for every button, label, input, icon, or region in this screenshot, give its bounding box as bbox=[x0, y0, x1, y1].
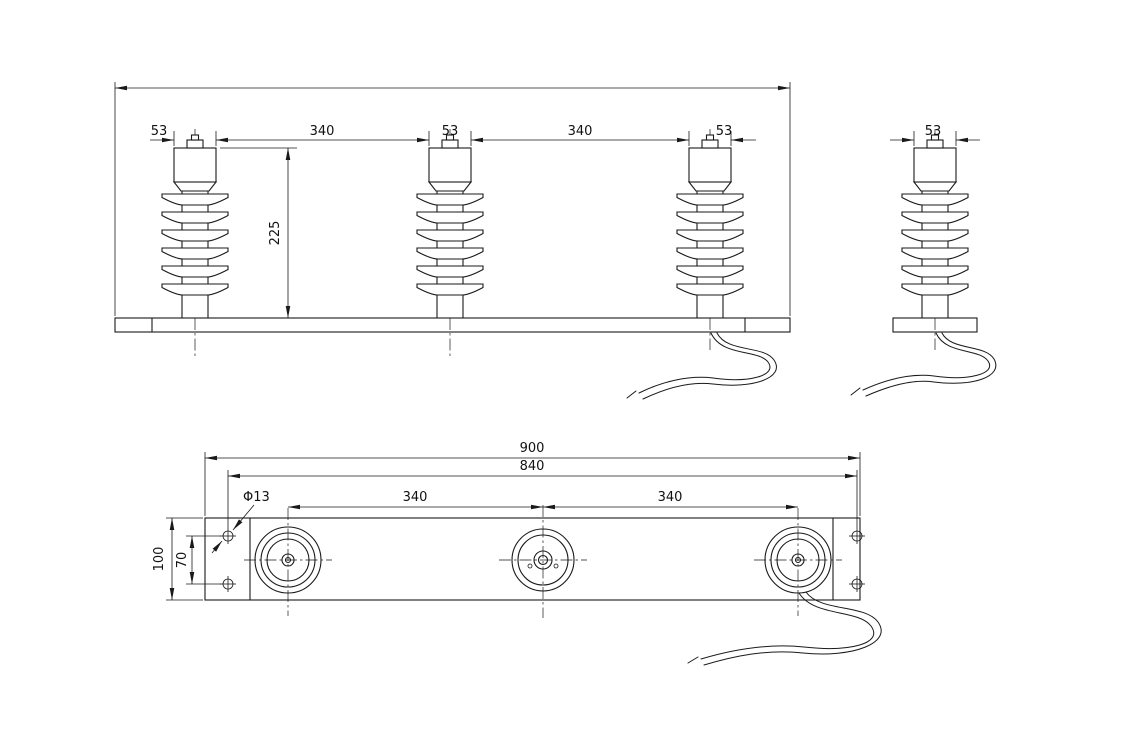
plan-view: 900 840 Φ13 340 340 100 bbox=[152, 441, 882, 666]
dim-span-2: 340 bbox=[568, 124, 593, 139]
base-bar-front-view bbox=[114, 317, 791, 333]
dimension-chain-caps: 53 340 53 340 53 53 bbox=[150, 124, 980, 146]
dim-340-plan-1: 340 bbox=[403, 490, 428, 505]
dim-cap-width-single: 53 bbox=[925, 124, 942, 139]
dim-900: 900 bbox=[520, 441, 545, 456]
mounting-hole bbox=[220, 576, 236, 592]
dimension-hole-span-840: 840 bbox=[227, 459, 858, 528]
mounting-hole bbox=[220, 528, 236, 544]
insulator-1 bbox=[161, 134, 229, 319]
dim-cap-width-1: 53 bbox=[151, 124, 168, 139]
insulator-2 bbox=[416, 134, 484, 319]
centerlines-plan bbox=[244, 505, 842, 618]
dim-840: 840 bbox=[520, 459, 545, 474]
dim-cap-width-2: 53 bbox=[442, 124, 459, 139]
terminal-left bbox=[254, 526, 322, 594]
mounting-hole bbox=[849, 528, 865, 544]
dim-span-1: 340 bbox=[310, 124, 335, 139]
dimension-terminal-spans: 340 340 bbox=[288, 490, 798, 510]
dim-phi13: Φ13 bbox=[243, 490, 270, 505]
mounting-plate bbox=[204, 517, 861, 601]
lead-wire-single-insulator bbox=[850, 332, 997, 397]
dimension-overall-900: 900 bbox=[204, 441, 861, 516]
dim-100: 100 bbox=[152, 547, 167, 572]
mounting-hole bbox=[849, 576, 865, 592]
mounting-holes bbox=[220, 528, 865, 592]
insulator-single bbox=[901, 134, 969, 319]
dimension-hole-row-span-70: 70 bbox=[175, 535, 221, 585]
front-view: 53 340 53 340 53 53 225 bbox=[114, 82, 997, 400]
insulator-3 bbox=[676, 134, 744, 319]
lead-wire-insulator-3 bbox=[626, 332, 777, 400]
terminal-right bbox=[764, 526, 832, 594]
terminal-center bbox=[511, 528, 575, 592]
dimension-overall-front bbox=[114, 82, 791, 316]
lead-wire-plan-view bbox=[687, 591, 882, 666]
dim-340-plan-2: 340 bbox=[658, 490, 683, 505]
dimension-insulator-height: 225 bbox=[220, 147, 297, 318]
dim-height-225: 225 bbox=[268, 221, 283, 246]
dimension-plate-width-100: 100 bbox=[152, 517, 203, 601]
dimension-hole-dia: Φ13 bbox=[211, 490, 270, 554]
dim-cap-width-3: 53 bbox=[716, 124, 733, 139]
dim-70: 70 bbox=[175, 552, 190, 569]
